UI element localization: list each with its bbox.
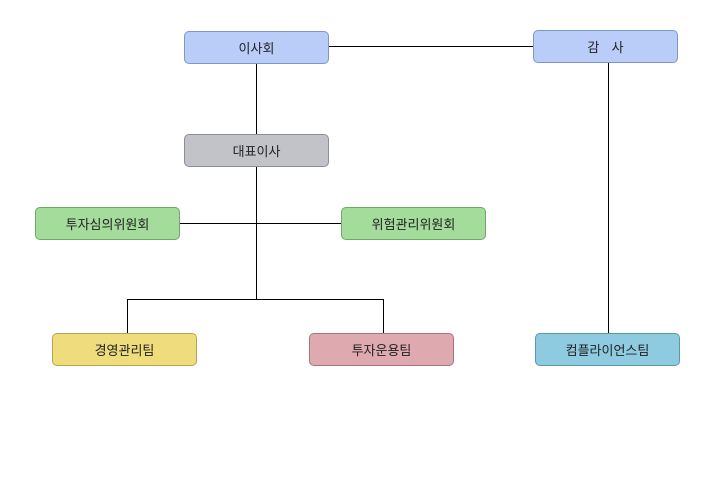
connector-auditor-compliance: [608, 63, 609, 333]
connector-teams-horizontal: [127, 299, 384, 300]
connector-board-auditor: [329, 46, 533, 47]
management-team-node: 경영관리팀: [52, 333, 197, 366]
investment-committee-node: 투자심의위원회: [35, 207, 180, 240]
risk-committee-node: 위험관리위원회: [341, 207, 486, 240]
auditor-node: 감 사: [533, 30, 678, 63]
connector-board-ceo: [256, 64, 257, 134]
compliance-team-node: 컴플라이언스팀: [535, 333, 680, 366]
connector-ceo-trunk: [256, 167, 257, 300]
connector-to-management-team: [127, 299, 128, 333]
board-node: 이사회: [184, 31, 329, 64]
connector-committees: [180, 223, 341, 224]
investment-operations-team-node: 투자운용팀: [309, 333, 454, 366]
connector-to-investment-operations-team: [383, 299, 384, 333]
ceo-node: 대표이사: [184, 134, 329, 167]
